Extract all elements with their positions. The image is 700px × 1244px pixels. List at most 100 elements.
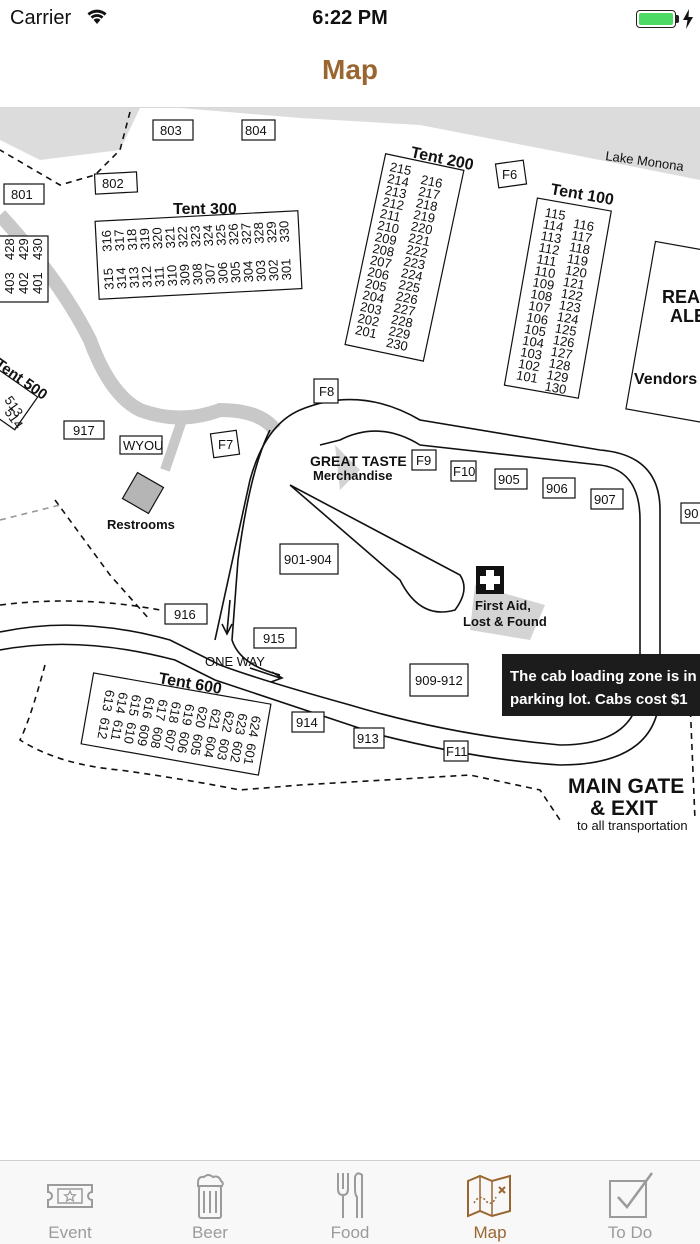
booth-112: 112 — [538, 240, 561, 258]
svg-text:914: 914 — [296, 715, 318, 730]
booth-606: 606 — [174, 730, 193, 754]
booth-429: 429 — [16, 238, 31, 260]
booth-223: 223 — [402, 253, 426, 272]
svg-text:802: 802 — [102, 176, 124, 191]
booth-205: 205 — [364, 276, 388, 295]
cab-info-banner[interactable] — [502, 654, 700, 716]
booth-229: 229 — [387, 323, 411, 342]
svg-text:804: 804 — [245, 123, 267, 138]
booth-603: 603 — [214, 737, 233, 761]
booth-F11[interactable]: F11 — [443, 740, 469, 762]
booth-209: 209 — [374, 229, 398, 248]
booth-604: 604 — [201, 735, 220, 759]
tab-todo[interactable]: To Do — [560, 1161, 700, 1244]
booth-211: 211 — [379, 206, 402, 225]
cab-info-line-1: The cab loading zone is in — [510, 668, 697, 685]
tent-400-outline[interactable] — [0, 235, 49, 303]
booth-916[interactable]: 916 — [164, 603, 208, 625]
tab-food[interactable]: Food — [280, 1161, 420, 1244]
booth-907[interactable]: 907 — [590, 488, 624, 510]
real-ale-box[interactable] — [625, 240, 700, 426]
carrier-label: Carrier — [10, 7, 72, 29]
one-way-arrow-down — [226, 599, 231, 633]
tab-map[interactable]: Map — [420, 1161, 560, 1244]
booth-304: 304 — [240, 260, 256, 282]
booth-905[interactable]: 905 — [494, 468, 528, 490]
booth-617: 617 — [152, 698, 171, 722]
booth-F10[interactable]: F10 — [450, 460, 477, 482]
battery-icon — [636, 10, 676, 28]
beer-mug-icon — [197, 1174, 224, 1219]
booth-315: 315 — [101, 268, 117, 290]
booth-222: 222 — [405, 242, 429, 261]
booth-328: 328 — [251, 222, 267, 244]
svg-text:F8: F8 — [319, 384, 334, 399]
booth-624: 624 — [245, 715, 264, 739]
svg-text:909-912: 909-912 — [415, 673, 463, 688]
booth-115: 115 — [544, 205, 567, 223]
booth-128: 128 — [548, 355, 572, 374]
booth-901-904[interactable]: 901-904 — [279, 543, 339, 575]
booth-909-912[interactable]: 909-912 — [409, 663, 469, 697]
svg-text:901-904: 901-904 — [284, 552, 332, 567]
boundary-line — [54, 499, 151, 621]
navigation-bar: Map — [0, 40, 700, 108]
ticket-icon — [47, 1184, 93, 1208]
booth-401: 401 — [30, 272, 45, 294]
tab-event[interactable]: Event — [0, 1161, 140, 1244]
tent-200[interactable]: 2152142132122112102092082072062052042032… — [344, 153, 465, 362]
booth-107: 107 — [527, 298, 551, 317]
booth-103: 103 — [519, 344, 543, 363]
tent-500-outline[interactable] — [0, 360, 39, 431]
booth-126: 126 — [552, 332, 576, 351]
tent-600-outline[interactable] — [80, 672, 272, 776]
booth-613: 613 — [99, 689, 118, 713]
booth-804[interactable]: 804 — [241, 119, 276, 141]
booth-213: 213 — [384, 182, 408, 201]
booth-F8[interactable]: F8 — [313, 378, 339, 404]
booth-226: 226 — [395, 288, 419, 307]
tab-beer[interactable]: Beer — [140, 1161, 280, 1244]
booth-130: 130 — [544, 379, 568, 398]
booth-602: 602 — [227, 740, 246, 764]
tent-300-outline[interactable] — [94, 210, 303, 300]
lake-shore-left — [0, 108, 140, 160]
booth-wyou[interactable]: WYOU — [119, 435, 163, 455]
booth-F9[interactable]: F9 — [411, 449, 437, 471]
svg-text:801: 801 — [11, 187, 33, 202]
booth-120: 120 — [564, 262, 588, 281]
booth-802[interactable]: 802 — [93, 171, 139, 195]
svg-text:F7: F7 — [218, 437, 233, 452]
svg-text:F11: F11 — [446, 744, 467, 759]
booth-221: 221 — [407, 230, 431, 249]
booth-104: 104 — [521, 333, 545, 352]
map-canvas[interactable]: Lake Monona ONE WAY 11511411311211111010… — [0, 108, 700, 1160]
vendors-label: Vendors — [634, 371, 697, 388]
booth-327: 327 — [238, 222, 254, 244]
booth-225: 225 — [397, 277, 421, 296]
booth-F6[interactable]: F6 — [494, 159, 528, 189]
booth-623: 623 — [232, 712, 251, 736]
booth-619: 619 — [179, 703, 198, 727]
booth-803[interactable]: 803 — [152, 119, 194, 141]
booth-618: 618 — [166, 701, 185, 725]
boundary-line — [0, 600, 161, 611]
booth-914[interactable]: 914 — [291, 711, 325, 733]
svg-text:F6: F6 — [502, 167, 517, 182]
booth-906[interactable]: 906 — [542, 477, 576, 499]
tent-100-outline — [503, 197, 612, 399]
svg-text:905: 905 — [498, 472, 520, 487]
booth-801[interactable]: 801 — [3, 183, 45, 205]
booth-908[interactable]: 90 — [680, 502, 700, 524]
booth-917[interactable]: 917 — [63, 420, 105, 440]
booth-325: 325 — [213, 224, 229, 246]
restrooms-building[interactable] — [121, 471, 165, 515]
booth-610: 610 — [121, 721, 140, 745]
booth-915[interactable]: 915 — [253, 627, 297, 649]
booth-F7[interactable]: F7 — [209, 429, 241, 459]
booth-311: 311 — [151, 266, 167, 287]
tent-100[interactable]: 1151141131121111101091081071061051041031… — [503, 197, 612, 399]
tab-food-label: Food — [330, 1223, 370, 1242]
booth-913[interactable]: 913 — [353, 727, 385, 749]
